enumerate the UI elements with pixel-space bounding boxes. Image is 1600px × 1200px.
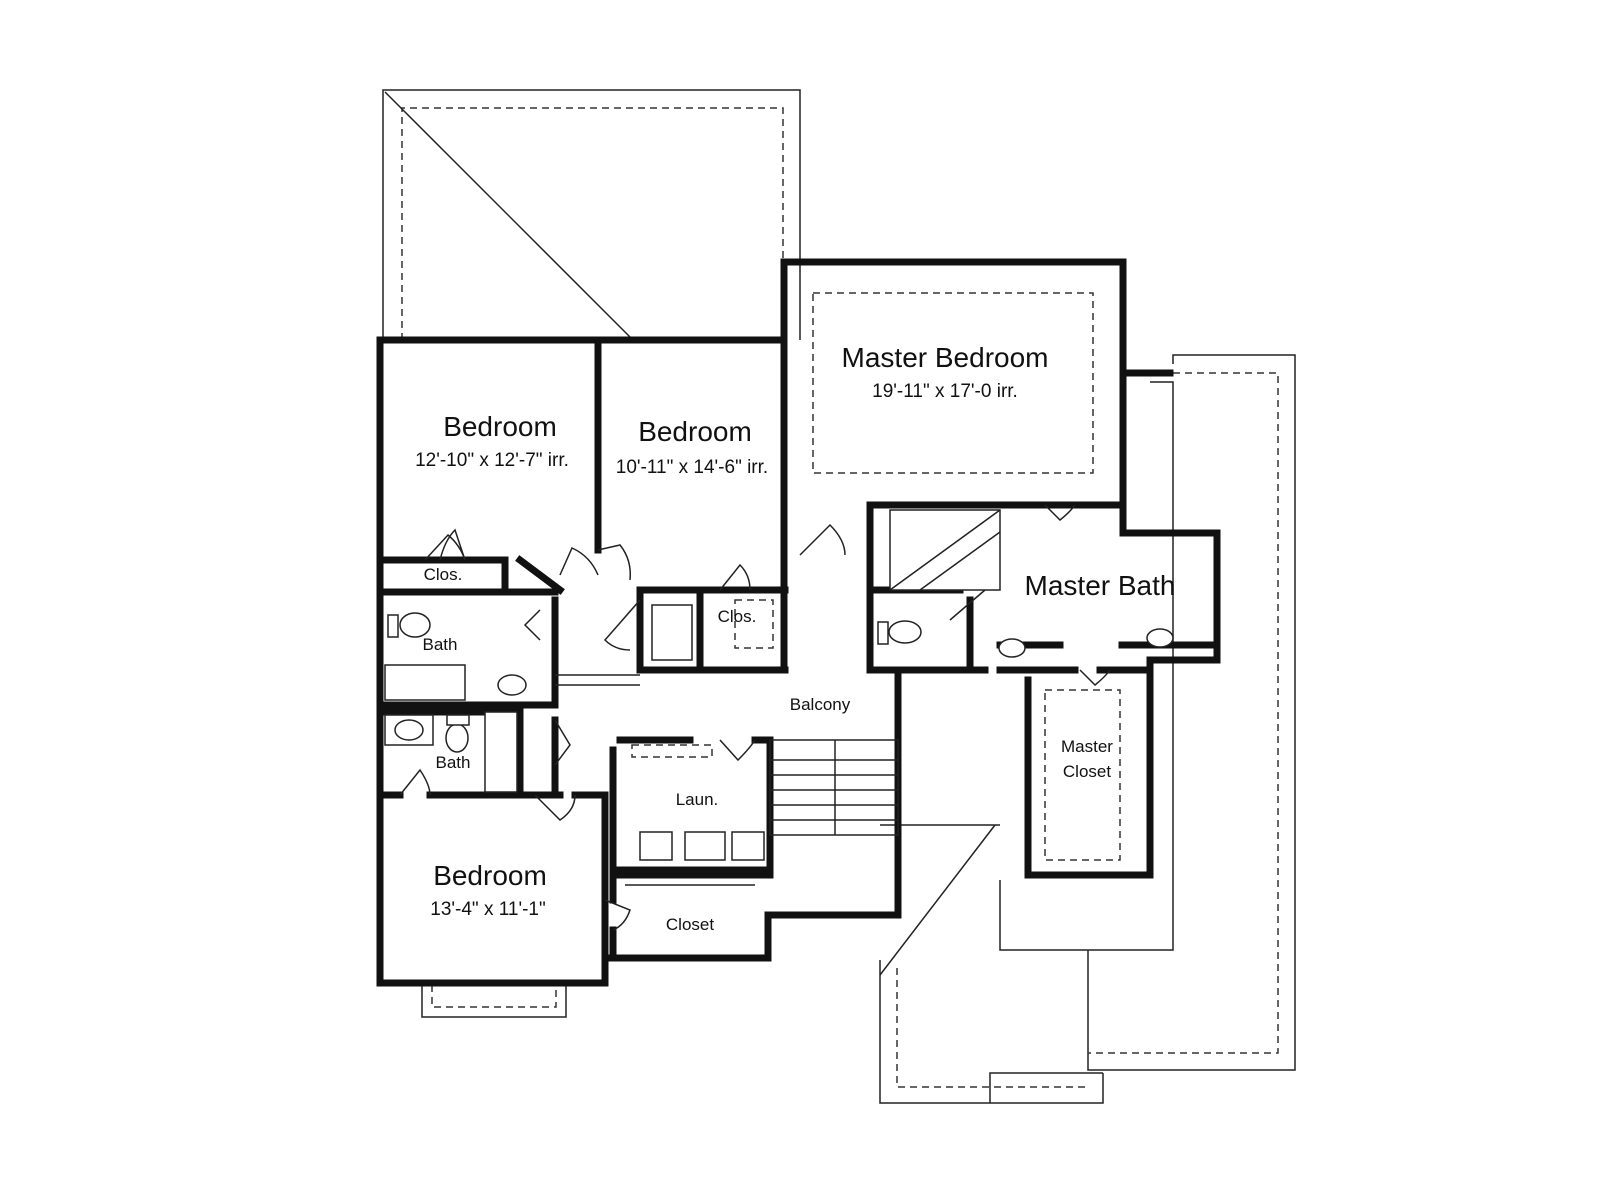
bedroom-2-size: 10'-11" x 14'-6" irr.	[616, 457, 768, 478]
master-bedroom-label: Master Bedroom	[842, 342, 1049, 373]
balcony-label: Balcony	[790, 695, 851, 714]
roof-outline-right	[879, 354, 1296, 1104]
closet-2-label: Clos.	[718, 607, 757, 626]
doors	[399, 504, 1111, 931]
master-closet-label-line2: Closet	[1063, 762, 1111, 781]
bedroom-1-size: 12'-10" x 12'-7" irr.	[415, 450, 569, 471]
bedroom-2-label: Bedroom	[638, 416, 752, 447]
bedroom-1-label: Bedroom	[443, 411, 557, 442]
closet-3-label: Closet	[666, 915, 714, 934]
bedroom-3-size: 13'-4" x 11'-1"	[430, 899, 545, 920]
bay-window-bottom	[421, 985, 567, 1018]
bath-2-label: Bath	[436, 753, 471, 772]
exterior-walls	[376, 258, 1221, 987]
closet-1-label: Clos.	[424, 565, 463, 584]
interior-walls	[376, 336, 1221, 964]
bath-1-label: Bath	[423, 635, 458, 654]
bedroom-3-label: Bedroom	[433, 860, 547, 891]
fixtures	[384, 292, 1174, 886]
master-bath-label: Master Bath	[1025, 570, 1176, 601]
stairs	[769, 739, 899, 836]
laundry-label: Laun.	[676, 790, 719, 809]
master-closet-label-line1: Master	[1061, 737, 1113, 756]
roof-outline-top	[382, 89, 801, 341]
room-labels: Master Bedroom 19'-11" x 17'-0 irr. Bedr…	[415, 342, 1175, 934]
master-bedroom-size: 19'-11" x 17'-0 irr.	[872, 381, 1018, 402]
